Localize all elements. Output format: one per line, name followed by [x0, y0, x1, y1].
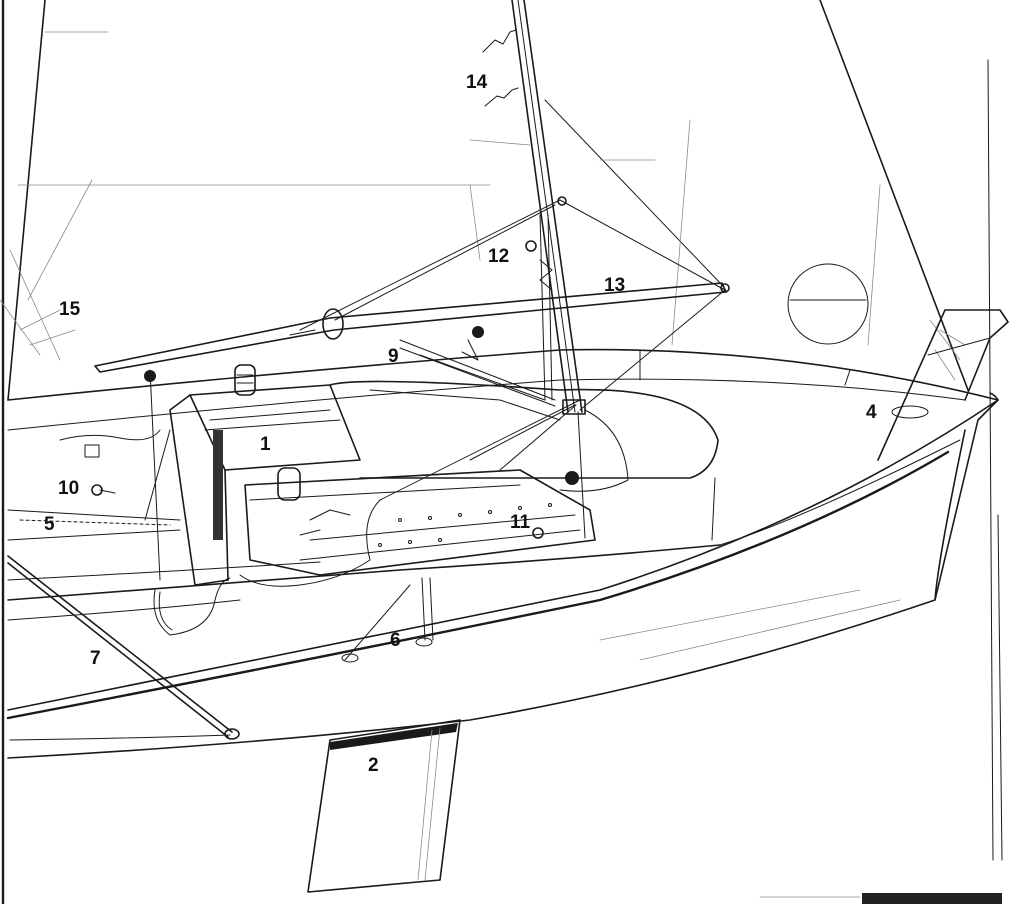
boom	[94, 282, 730, 373]
sheets	[59, 369, 629, 636]
tiller-extension	[7, 555, 240, 740]
callout-10: 10	[58, 478, 79, 499]
deck	[7, 348, 999, 621]
callout-6: 6	[390, 630, 401, 651]
callout-5: 5	[44, 514, 55, 535]
rigging	[299, 196, 726, 539]
mainsail	[0, 0, 531, 401]
callout-12: 12	[488, 246, 509, 267]
hull	[6, 392, 999, 759]
callout-4: 4	[866, 402, 877, 423]
centreboard-box	[169, 364, 361, 586]
scan-edge-marks	[1, 0, 1003, 904]
callout-9: 9	[388, 346, 399, 367]
sail-insignia-circle	[787, 263, 869, 345]
callout-7: 7	[90, 648, 101, 669]
callout-15: 15	[59, 299, 81, 320]
telltales	[482, 29, 519, 107]
centreboard-blade	[307, 719, 461, 893]
kicking-strap	[399, 326, 556, 407]
callout-labels: 1 2 4 5 6 7 9 10 11 12 13 14 15	[44, 72, 877, 776]
callout-14: 14	[466, 72, 488, 93]
cockpit-floor	[244, 467, 596, 576]
mast	[511, 0, 586, 415]
jib-sail	[544, 0, 969, 391]
bow-pulpit	[877, 309, 1009, 461]
callout-13: 13	[604, 275, 625, 296]
callout-1: 1	[260, 434, 271, 455]
callout-2: 2	[368, 755, 379, 776]
side-fittings	[7, 444, 716, 663]
foredeck-cuddy	[329, 380, 719, 479]
callout-11: 11	[510, 512, 531, 533]
